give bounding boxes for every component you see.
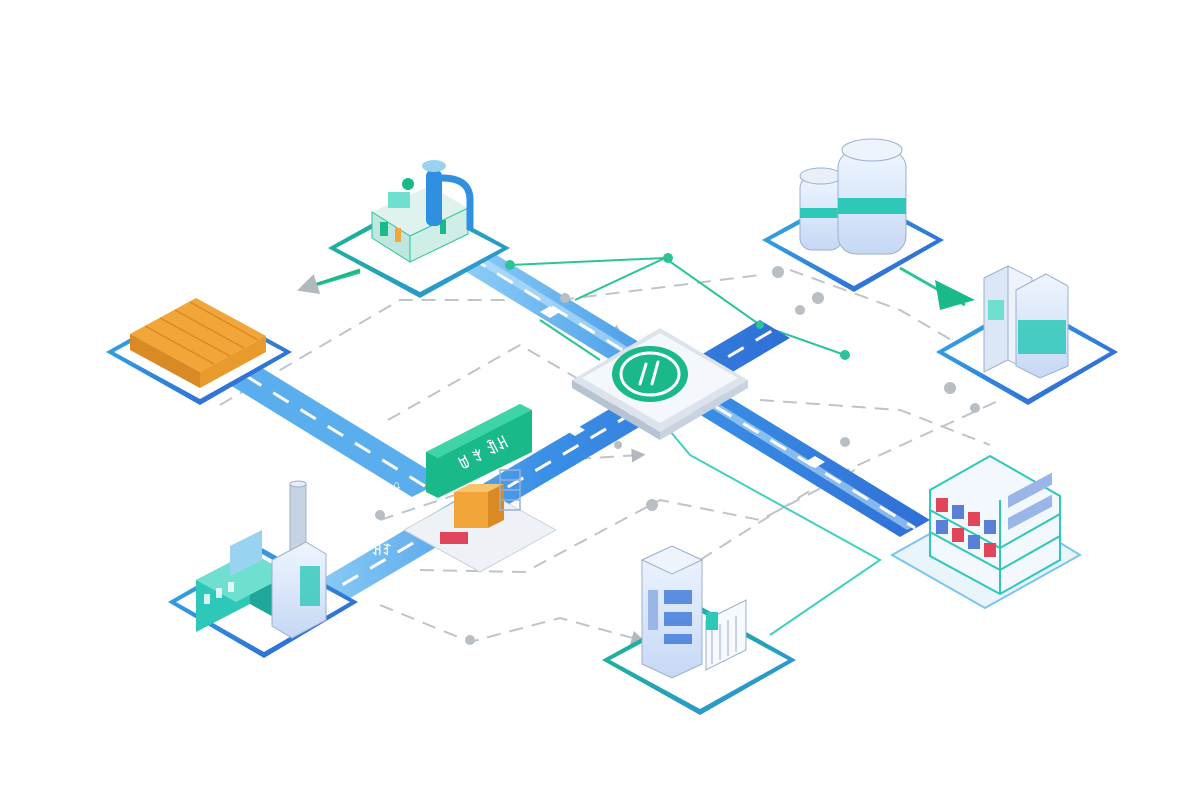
road-mark-small: ꂷ bbox=[392, 482, 401, 496]
warehouse-rack-icon bbox=[929, 454, 1061, 596]
distribution-center[interactable]: ꌂ ꇬ ꀉꃅ bbox=[402, 404, 558, 573]
arrow-diamond-icon bbox=[805, 456, 825, 468]
shipping-container-icon: ꌂ ꇬ ꀉꃅ bbox=[426, 404, 532, 498]
hub-check-icon bbox=[638, 360, 660, 386]
arrow-down-right-green-icon bbox=[935, 280, 975, 310]
green-circuit-lines bbox=[314, 256, 966, 636]
arrow-left-green-icon bbox=[297, 268, 361, 295]
factory[interactable] bbox=[168, 480, 358, 658]
data-tower[interactable] bbox=[602, 545, 796, 715]
connector-hub-right bbox=[759, 399, 991, 446]
factory-icon bbox=[196, 480, 327, 639]
storage-tank-icon bbox=[799, 138, 907, 255]
pallet[interactable] bbox=[106, 298, 292, 405]
cold-storage-icon bbox=[983, 265, 1069, 379]
road-mark-lower: ꃅꆈ bbox=[372, 542, 392, 559]
road-mark-upper: ꀉꁱ bbox=[724, 311, 744, 330]
arrow-diamond-icon bbox=[300, 442, 320, 454]
cold-storage[interactable] bbox=[936, 265, 1118, 405]
connector-top-mid bbox=[559, 274, 761, 301]
connector-upper-loop bbox=[387, 343, 641, 421]
center-hub[interactable] bbox=[572, 328, 748, 440]
pallet-icon bbox=[130, 298, 266, 388]
green-dots bbox=[505, 253, 850, 360]
warehouse-rack[interactable] bbox=[889, 454, 1082, 610]
connector-right-upper bbox=[789, 269, 961, 346]
server-tower-icon bbox=[640, 545, 747, 679]
arrow-diamond-icon bbox=[540, 306, 560, 318]
connector-bottom bbox=[379, 604, 646, 645]
junction-dots bbox=[375, 266, 980, 645]
arrow-diamond-icon bbox=[565, 424, 585, 436]
connector-low-loop bbox=[419, 469, 856, 574]
pump-station[interactable] bbox=[328, 160, 510, 298]
storage-tanks[interactable] bbox=[762, 138, 944, 292]
road-direction-markers bbox=[300, 306, 825, 468]
pump-station-icon bbox=[388, 160, 474, 230]
cargo-box-icon bbox=[454, 484, 504, 528]
